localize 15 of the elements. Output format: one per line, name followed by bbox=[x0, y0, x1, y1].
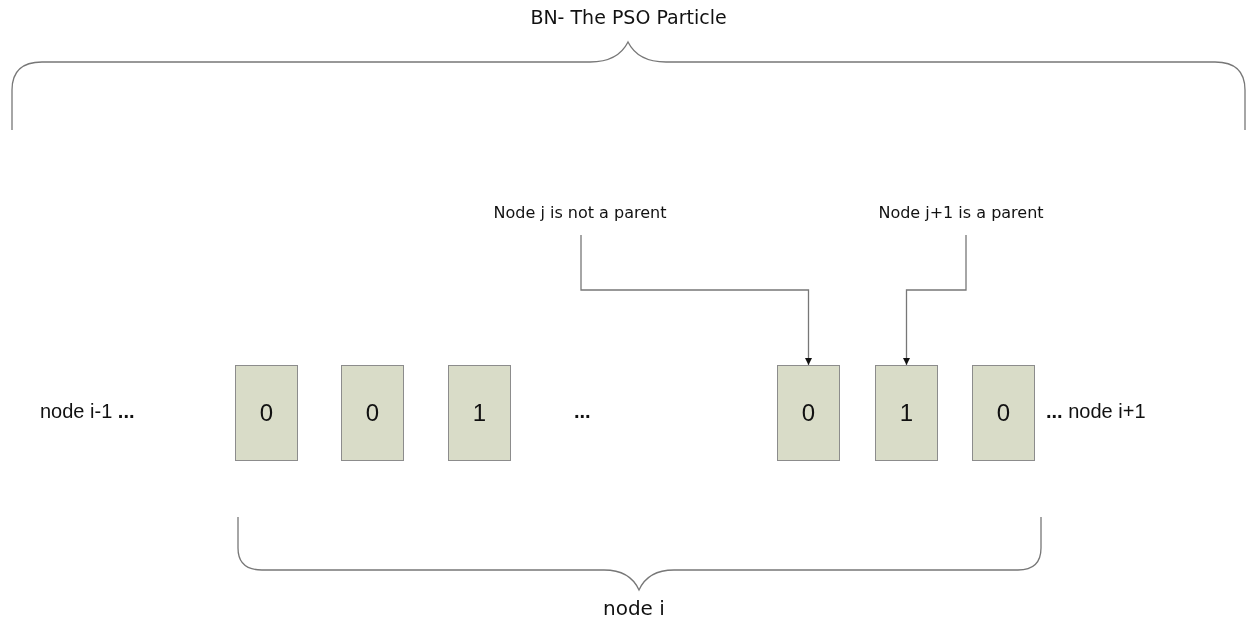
bit-cell: 0 bbox=[777, 365, 840, 461]
leader-arrow bbox=[580, 234, 812, 366]
sequence-label: ... node i+1 bbox=[1046, 400, 1146, 423]
callout-text: Node j is not a parent bbox=[460, 203, 700, 227]
callout-text: Node j+1 is a parent bbox=[846, 203, 1076, 227]
bit-cell: 1 bbox=[448, 365, 511, 461]
sequence-label: node i-1 ... bbox=[40, 400, 135, 423]
sequence-label: ... bbox=[574, 400, 591, 423]
leader-arrow bbox=[903, 234, 967, 366]
bit-cell: 0 bbox=[972, 365, 1035, 461]
bit-cell: 0 bbox=[341, 365, 404, 461]
brace-label: node i bbox=[603, 596, 665, 620]
bit-cell: 1 bbox=[875, 365, 938, 461]
bit-cell: 0 bbox=[235, 365, 298, 461]
diagram-title: BN- The PSO Particle bbox=[529, 6, 728, 28]
